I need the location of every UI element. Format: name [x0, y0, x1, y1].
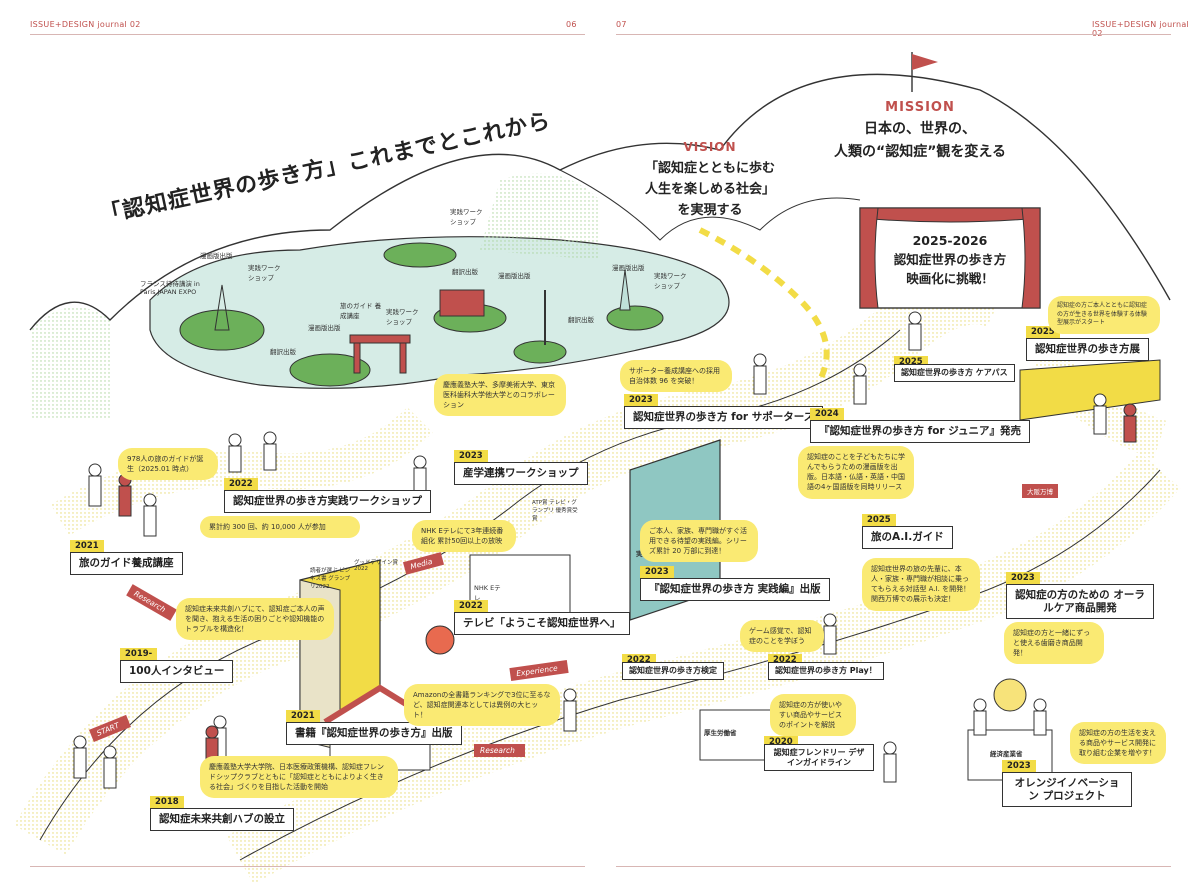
milestone-2025-exhibition: 認知症世界の歩き方展 [1026, 338, 1149, 361]
left-page: ISSUE+DESIGN journal 02 06 [30, 20, 585, 867]
screen-line1: 2025-2026 [912, 233, 988, 248]
milestone-2025-carepass: 認知症世界の歩き方 ケアパス [894, 364, 1015, 382]
header-brand-left: ISSUE+DESIGN journal 02 [30, 20, 141, 29]
mission-line1: 日本の、世界の、 [864, 121, 976, 137]
note-2025-ai: 認知症世界の旅の先輩に、本人・家族・専門職が相談に乗ってもらえる対話型 A.I.… [862, 558, 980, 611]
mission-heading: MISSION [885, 100, 955, 115]
note-2025-exhibition: 認知症の方ご本人とともに認知症の方が生きる世界を体験する体験型展示がスタート [1048, 296, 1160, 335]
year-2024-junior: 2024 [810, 408, 844, 420]
vision-line1: 「認知症とともに歩む [644, 161, 775, 176]
island-label-expo: フランス待待講演 in Paris JAPAN EXPO [140, 280, 200, 296]
screen-line2: 認知症世界の歩き方 [893, 251, 1007, 267]
milestone-2023-orange: オレンジイノベーション プロジェクト [1002, 772, 1132, 808]
note-2019: 認知症未来共創ハブにて、認知症ご本人の声を聞き、抱える生活の困りごとや認知機能の… [176, 598, 334, 641]
year-2025-ai: 2025 [862, 514, 896, 526]
year-2021-book: 2021 [286, 710, 320, 722]
note-2022-tv: NHK Eテレにて3年連続番組化 累計50回以上の放映 [412, 520, 516, 553]
screen-line3: 映画化に挑戦！ [906, 270, 994, 286]
island-label-workshop-us: 実践ワーク ショップ [654, 272, 687, 290]
year-2018: 2018 [150, 796, 184, 808]
island-label-translate-cn: 翻訳出版 [452, 268, 478, 276]
year-2023-oralcare: 2023 [1006, 572, 1040, 584]
sign-award-2: 読者が選ぶ ビジネス書 グランプリ2022 [310, 568, 351, 590]
year-2023-supporters: 2023 [624, 394, 658, 406]
year-2021-guide: 2021 [70, 540, 104, 552]
sign-ministry-econ: 経済産業省 [990, 750, 1023, 758]
milestone-2024-junior: 『認知症世界の歩き方 for ジュニア』発売 [810, 420, 1031, 443]
note-2021-guide: 978人の旅のガイドが誕生（2025.01 時点） [118, 448, 218, 481]
vision-line3: を実現する [677, 203, 743, 218]
note-2020-guideline: 認知症の方が使いやすい商品やサービスのポイントを解説 [770, 694, 856, 737]
milestone-2022-tv: テレビ「ようこそ認知症世界へ」 [454, 612, 630, 635]
page-number-left: 06 [566, 20, 577, 29]
milestone-2022-workshop: 認知症世界の歩き方実践ワークショップ [224, 490, 431, 513]
vision-heading: VISION [683, 140, 737, 154]
note-2022-play: ゲーム感覚で、認知症のことを学ぼう [740, 620, 824, 653]
island-label-manga-fr: 漫画版出版 [200, 252, 233, 260]
milestone-2022-play: 認知症世界の歩き方 Play！ [768, 662, 884, 680]
island-label-manga-us: 漫画版出版 [612, 264, 645, 272]
vision-line2: 人生を楽しめる社会」 [644, 182, 775, 197]
milestone-2018: 認知症未来共創ハブの設立 [150, 808, 294, 831]
sign-osaka-expo: 大阪万博 [1022, 484, 1058, 498]
right-page: 07 ISSUE+DESIGN journal 02 [600, 0, 1200, 892]
island-label-workshop-de: 実践ワーク ショップ [450, 208, 483, 226]
note-2023-orange: 認知症の方の生活を支える商品やサービス開発に取り組む企業を増やす！ [1070, 722, 1166, 765]
year-2019: 2019- [120, 648, 158, 660]
vision-block: VISION 「認知症とともに歩む 人生を楽しめる社会」 を実現する [620, 140, 800, 218]
note-2023-academia: 慶應義塾大学、多摩美術大学、東京医科歯科大学他大学とのコラボレーション [434, 374, 566, 417]
milestone-2019: 100人インタビュー [120, 660, 234, 683]
milestone-2022-test: 認知症世界の歩き方検定 [622, 662, 724, 680]
note-2023-supporters: サポーター養成講座への採用 自治体数 96 を突破！ [620, 360, 732, 393]
year-2023-practical: 2023 [640, 566, 674, 578]
island-label-workshop-fr: 実践ワーク ショップ [248, 264, 281, 282]
sign-award: グッドデザイン賞 2022 [354, 560, 399, 572]
arrow-research-2: Research [474, 744, 525, 757]
milestone-2020-guideline: 認知症フレンドリー デザインガイドライン [764, 744, 874, 772]
mission-line2: 人類の“認知症”観を変える [834, 144, 1006, 160]
note-2022-workshop: 累計約 300 回、約 10,000 人が参加 [200, 516, 360, 539]
island-label-translate-tw: 翻訳出版 [270, 348, 296, 356]
note-2021-book: Amazonの全書籍ランキングで3位に至るなど、認知症関連本としては異例の大ヒッ… [404, 684, 560, 727]
page-number-right: 07 [616, 20, 627, 29]
header-rule-right [616, 34, 1171, 35]
sign-banner: ATP賞 テレビ・グランプリ 優秀賞受賞 [532, 500, 578, 522]
mission-block: MISSION 日本の、世界の、 人類の“認知症”観を変える [820, 100, 1020, 161]
footer-rule-right [616, 866, 1171, 867]
note-2024-junior: 認知症のことを子どもたちに学んでもらうための漫画版を出版。日本語・仏語・英語・中… [798, 446, 914, 499]
island-label-workshop-tw: 実践ワーク ショップ [386, 308, 419, 326]
year-2023-orange: 2023 [1002, 760, 1036, 772]
year-2023-academia: 2023 [454, 450, 488, 462]
header-brand-right: ISSUE+DESIGN journal 02 [1092, 20, 1190, 38]
note-2023-oralcare: 認知症の方と一緒にずっと使える歯磨き商品開発！ [1004, 622, 1104, 665]
island-label-manga-cn: 漫画版出版 [498, 272, 531, 280]
milestone-2023-supporters: 認知症世界の歩き方 for サポーターズ [624, 406, 824, 429]
header-rule-left [30, 34, 585, 35]
sign-ministry-health: 厚生労働省 [704, 729, 737, 737]
sign-nhk: NHK Eテレ [474, 584, 501, 602]
island-label-guide-tw: 旅のガイド 養成講座 [340, 302, 382, 320]
year-2022-workshop: 2022 [224, 478, 258, 490]
milestone-2025-ai: 旅のA.I.ガイド [862, 526, 953, 549]
milestone-2023-practical: 『認知症世界の歩き方 実践編』出版 [640, 578, 830, 601]
milestone-2023-oralcare: 認知症の方のための オーラルケア商品開発 [1006, 584, 1154, 620]
footer-rule-left [30, 866, 585, 867]
milestone-2021-book: 書籍『認知症世界の歩き方』出版 [286, 722, 462, 745]
note-2023-practical: ご本人、家族、専門職がすぐ活用できる待望の実践編。シリーズ累計 20 万部に到達… [640, 520, 758, 563]
milestone-2021-guide: 旅のガイド養成講座 [70, 552, 183, 575]
year-2022-tv: 2022 [454, 600, 488, 612]
island-label-manga-tw: 漫画版出版 [308, 324, 341, 332]
note-2018: 慶應義塾大学大学院、日本医療政策機構、認知症フレンドシップクラブとともに「認知症… [200, 756, 398, 799]
island-label-translate-kr: 翻訳出版 [568, 316, 594, 324]
milestone-2023-academia: 産学連携ワークショップ [454, 462, 588, 485]
movie-screen-text: 2025-2026 認知症世界の歩き方 映画化に挑戦！ [878, 232, 1022, 288]
